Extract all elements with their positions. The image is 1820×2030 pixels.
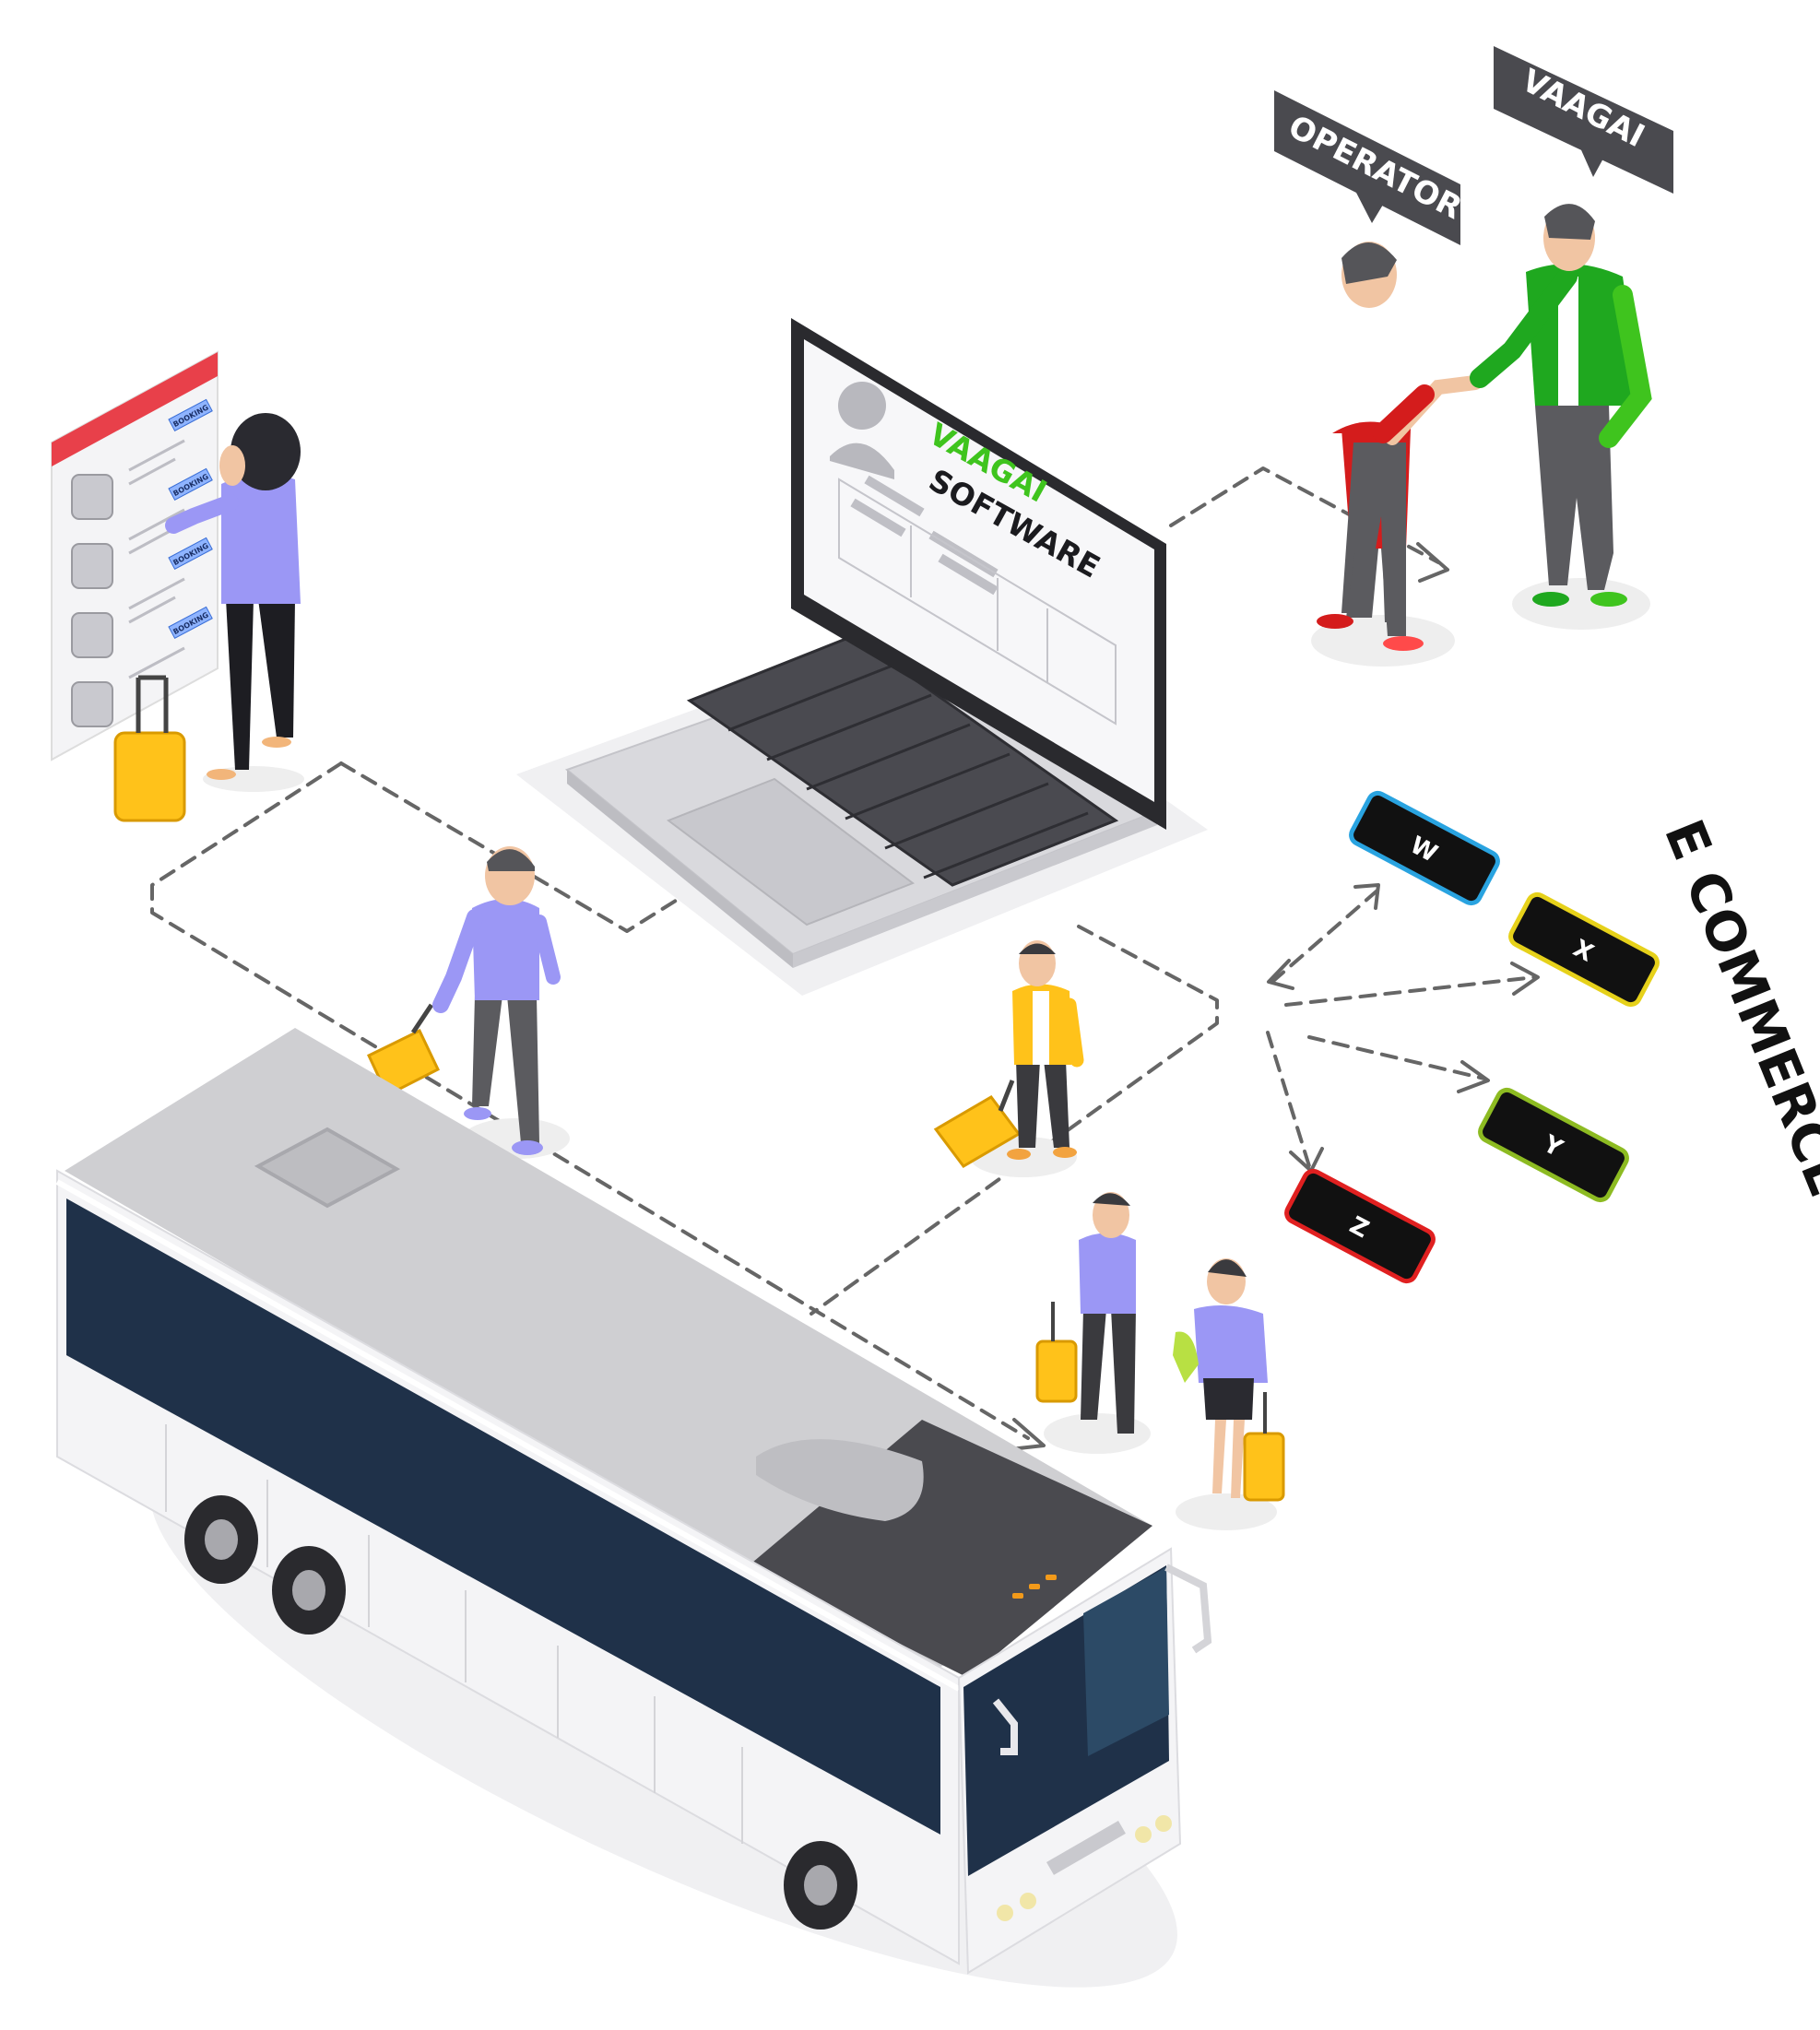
flow-hub-to-w	[1270, 888, 1380, 984]
arrow-to-y	[1457, 1060, 1490, 1093]
keyboard	[686, 634, 1119, 887]
phone-w: W	[1349, 790, 1500, 906]
flow-laptop-to-hub	[810, 925, 1219, 1316]
bus-side-windows	[66, 1198, 940, 1835]
luggage-icon	[113, 731, 186, 822]
flow-hub-to-x	[1284, 975, 1537, 1007]
bus-wheel	[272, 1546, 346, 1635]
bus-wheel	[184, 1495, 258, 1584]
woman-at-board	[113, 413, 304, 822]
flow-board-to-laptop	[339, 761, 703, 933]
laptop-screen	[804, 339, 1154, 802]
bus-wheel	[784, 1841, 857, 1930]
luggage-icon	[1035, 1340, 1078, 1403]
flow-hub-to-z	[1266, 1031, 1311, 1168]
passenger-group	[1035, 1192, 1285, 1530]
arrow-hub-in	[1267, 959, 1294, 990]
passenger-yellow-jacket	[933, 940, 1084, 1177]
bus-icon	[71, 474, 113, 727]
trackpad	[666, 777, 916, 926]
arrow-to-bus	[1009, 1418, 1046, 1451]
arrow-to-w	[1353, 883, 1380, 910]
ecommerce-heading: E COMMERCE	[1652, 811, 1820, 1205]
phone-z: Z	[1284, 1168, 1436, 1284]
flow-laptop-to-operator	[1169, 466, 1440, 564]
booking-board: BOOKING BOOKING BOOKING BOOKING	[51, 350, 219, 761]
operator-tag: OPERATOR	[1274, 90, 1468, 245]
phone-y: Y	[1478, 1087, 1629, 1203]
vaagai-person	[1470, 204, 1652, 630]
laptop: VAAGAI SOFTWARE	[516, 318, 1208, 996]
vaagai-tag: VAAGAI	[1494, 46, 1673, 194]
roof-hatch	[254, 1127, 401, 1209]
avatar-icon	[838, 382, 886, 430]
bus	[55, 1028, 1212, 1988]
luggage-icon	[1243, 1432, 1285, 1502]
arrow-to-x	[1510, 962, 1540, 996]
operator-person	[1311, 242, 1483, 667]
flow-hub-to-y	[1307, 1035, 1486, 1080]
arrow-to-operator	[1416, 542, 1449, 583]
flow-board-to-bus-loop	[150, 761, 1030, 1440]
phone-x: X	[1508, 891, 1660, 1008]
